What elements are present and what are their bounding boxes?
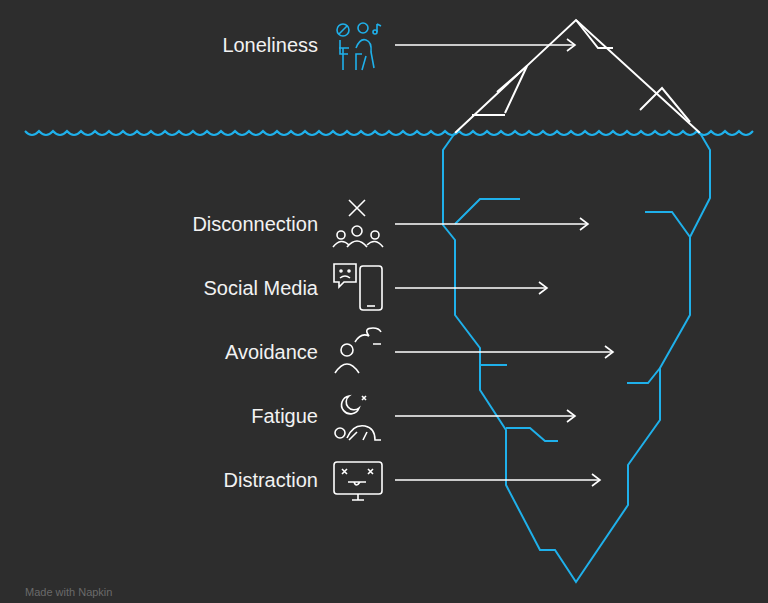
layer-label: Disconnection [192,212,318,236]
iceberg-tip [455,20,700,133]
watermark: Made with Napkin [25,586,112,598]
layer-label: Avoidance [225,340,318,364]
layer-label: Distraction [224,468,318,492]
pointer-arrows [395,39,613,486]
iceberg-underwater [443,133,710,582]
layer-label: Loneliness [222,33,318,57]
loneliness-icon [337,23,381,70]
water-line [25,131,753,135]
layer-label: Social Media [203,276,318,300]
icons [333,200,383,500]
layer-label: Fatigue [251,404,318,428]
